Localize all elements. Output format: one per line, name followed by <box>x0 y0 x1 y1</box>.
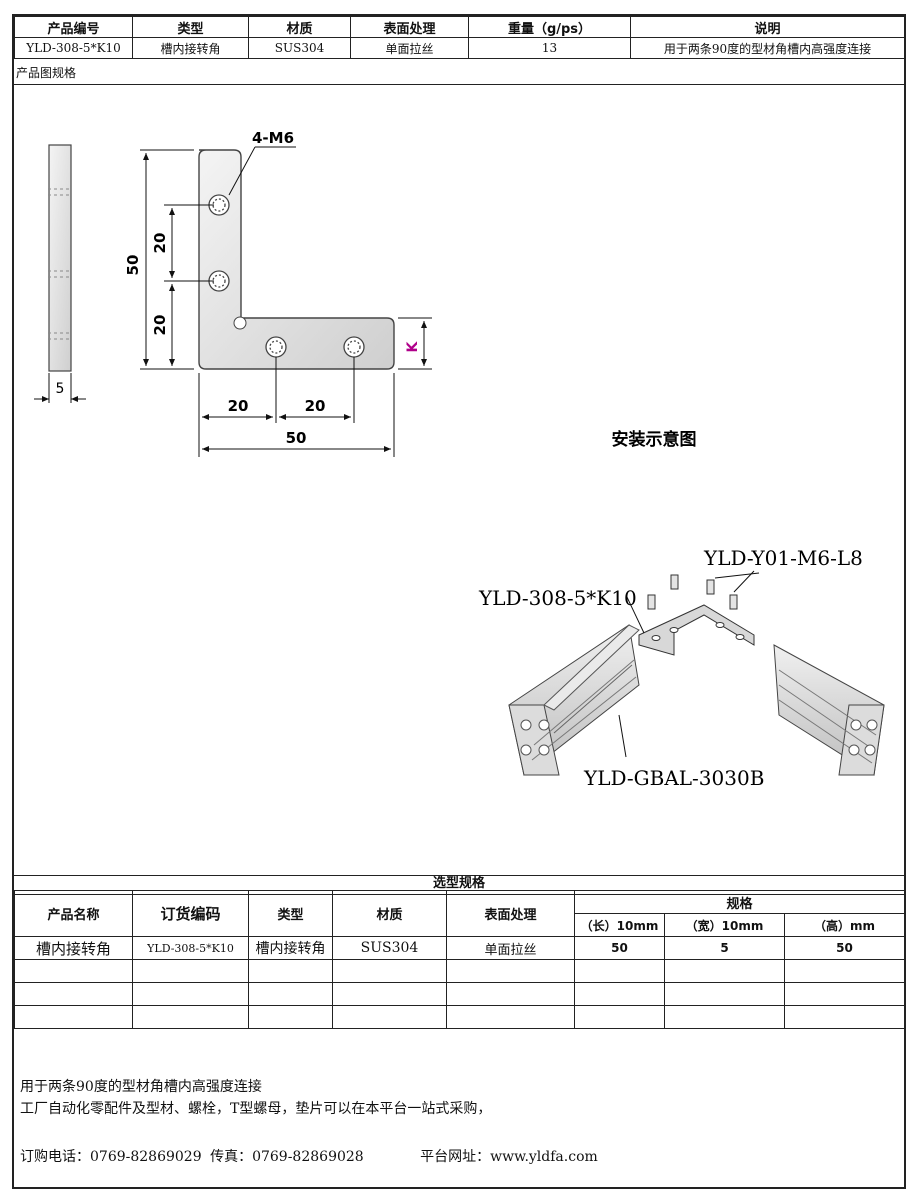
dim-height-upper: 20 <box>151 233 169 254</box>
side-plate <box>48 144 72 372</box>
drawing-area: 5 4-M6 50 <box>14 84 904 876</box>
left-profile <box>508 624 640 776</box>
val-weight: 13 <box>468 37 631 59</box>
bracket-outline <box>198 149 395 370</box>
sel-col-height: （高）mm <box>783 913 906 937</box>
technical-drawing: 5 4-M6 50 <box>34 129 885 790</box>
dim-height-lower: 20 <box>151 315 169 336</box>
sel-col-material: 材质 <box>332 890 447 937</box>
dim-height-total: 50 <box>124 255 142 276</box>
sel-col-spec: 规格 <box>573 890 906 914</box>
right-profile <box>773 644 885 776</box>
spec-sheet: 产品编号 类型 材质 表面处理 重量（g/ps） 说明 YLD-308-5*K1… <box>12 14 906 1189</box>
relief-notch <box>233 316 247 330</box>
front-view: 4-M6 50 20 20 20 20 <box>124 129 432 457</box>
mounting-holes <box>208 194 365 358</box>
table-row: 槽内接转角 YLD-308-5*K10 槽内接转角 SUS304 单面拉丝 50… <box>14 936 906 960</box>
contact-site: 平台网址：www.yldfa.com <box>420 1149 598 1165</box>
table-row <box>14 1005 906 1029</box>
contact-info: 订购电话：0769-82869029 传真：0769-82869028 平台网址… <box>20 1146 602 1166</box>
value-row: YLD-308-5*K10 槽内接转角 SUS304 单面拉丝 13 用于两条9… <box>14 37 905 59</box>
bracket-label: YLD-308-5*K10 <box>478 586 637 610</box>
sel-col-surface: 表面处理 <box>446 890 575 937</box>
set-screws <box>647 574 738 610</box>
profile-label: YLD-GBAL-3030B <box>583 766 764 790</box>
install-diagram: YLD-Y01-M6-L8 YLD-308-5*K10 YLD-GBAL-303… <box>478 546 885 790</box>
contact-fax: 传真：0769-82869028 <box>210 1149 364 1165</box>
sel-type: 槽内接转角 <box>248 936 333 960</box>
dim-thickness: 5 <box>56 381 65 397</box>
selection-table: 产品名称 订货编码 类型 材质 表面处理 规格 （长）10mm （宽）10mm … <box>14 890 906 1029</box>
sel-height: 50 <box>783 936 906 960</box>
col-product-code: 产品编号 <box>14 16 133 38</box>
dim-width-left: 20 <box>228 397 249 415</box>
val-product-code: YLD-308-5*K10 <box>14 37 133 59</box>
dim-k: K <box>405 340 421 352</box>
dim-width-total: 50 <box>286 429 307 447</box>
install-title: 安装示意图 <box>612 429 697 450</box>
dim-width-right: 20 <box>305 397 326 415</box>
hole-callout: 4-M6 <box>252 129 294 147</box>
col-material: 材质 <box>248 16 351 38</box>
sel-col-width: （宽）10mm <box>664 913 785 937</box>
table-row <box>14 959 906 983</box>
col-surface: 表面处理 <box>350 16 469 38</box>
selection-header-row: 产品名称 订货编码 类型 材质 表面处理 规格 <box>14 890 906 937</box>
col-description: 说明 <box>630 16 905 38</box>
sel-name: 槽内接转角 <box>14 936 133 960</box>
drawing-caption: 产品图规格 <box>16 66 77 80</box>
sel-length: 50 <box>574 936 665 960</box>
install-bracket <box>638 604 755 656</box>
col-type: 类型 <box>132 16 249 38</box>
sel-material: SUS304 <box>332 936 447 960</box>
val-type: 槽内接转角 <box>132 37 249 59</box>
sel-col-length: （长）10mm <box>574 913 665 937</box>
sel-col-type: 类型 <box>248 890 333 937</box>
screw-label: YLD-Y01-M6-L8 <box>703 546 863 570</box>
val-surface: 单面拉丝 <box>350 37 469 59</box>
val-material: SUS304 <box>248 37 351 59</box>
product-header-table: 产品编号 类型 材质 表面处理 重量（g/ps） 说明 YLD-308-5*K1… <box>14 16 905 59</box>
sel-col-name: 产品名称 <box>14 890 133 937</box>
col-weight: 重量（g/ps） <box>468 16 631 38</box>
sel-code: YLD-308-5*K10 <box>132 936 249 960</box>
note-line-1: 用于两条90度的型材角槽内高强度连接 <box>20 1079 262 1095</box>
sel-surface: 单面拉丝 <box>446 936 575 960</box>
note-line-2: 工厂自动化零配件及型材、螺栓，T型螺母，垫片可以在本平台一站式采购， <box>20 1101 492 1117</box>
sel-width: 5 <box>664 936 785 960</box>
sel-col-code: 订货编码 <box>132 890 249 937</box>
side-view: 5 <box>34 144 86 403</box>
val-description: 用于两条90度的型材角槽内高强度连接 <box>630 37 905 59</box>
contact-phone: 订购电话：0769-82869029 <box>20 1149 202 1165</box>
notes: 用于两条90度的型材角槽内高强度连接 工厂自动化零配件及型材、螺栓，T型螺母，垫… <box>20 1076 491 1120</box>
header-row: 产品编号 类型 材质 表面处理 重量（g/ps） 说明 <box>14 16 905 38</box>
table-row <box>14 982 906 1006</box>
